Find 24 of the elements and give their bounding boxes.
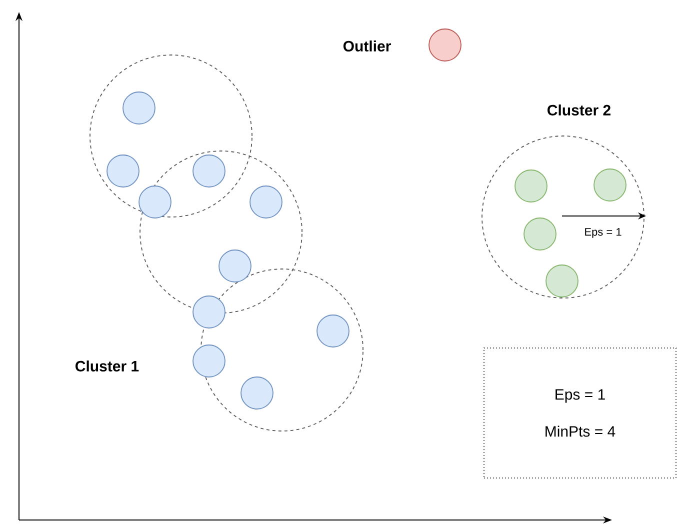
data-point: [316, 314, 350, 348]
neighborhood-circle: [482, 136, 644, 298]
neighborhood-circle: [200, 268, 364, 432]
data-point: [106, 154, 140, 188]
data-point: [546, 264, 578, 298]
cluster-label: Cluster 2: [548, 104, 610, 116]
data-point: [240, 376, 274, 410]
data-point: [524, 218, 556, 250]
data-point: [192, 154, 226, 188]
outlier-point: [428, 28, 462, 62]
radius-label: Eps = 1: [585, 228, 622, 238]
cluster-label: Cluster 1: [76, 360, 139, 372]
data-point: [138, 186, 172, 218]
data-point: [594, 168, 626, 202]
data-point: [192, 344, 226, 378]
neighborhood-circle: [90, 54, 252, 218]
data-point: [514, 170, 548, 202]
parameter-box: Eps = 1 MinPts = 4: [484, 348, 676, 478]
outlier-label: Outlier: [343, 40, 391, 52]
data-point: [122, 92, 156, 124]
data-point: [218, 250, 252, 282]
neighborhood-circle: [140, 150, 302, 314]
data-point: [192, 296, 226, 328]
data-point: [250, 186, 282, 218]
